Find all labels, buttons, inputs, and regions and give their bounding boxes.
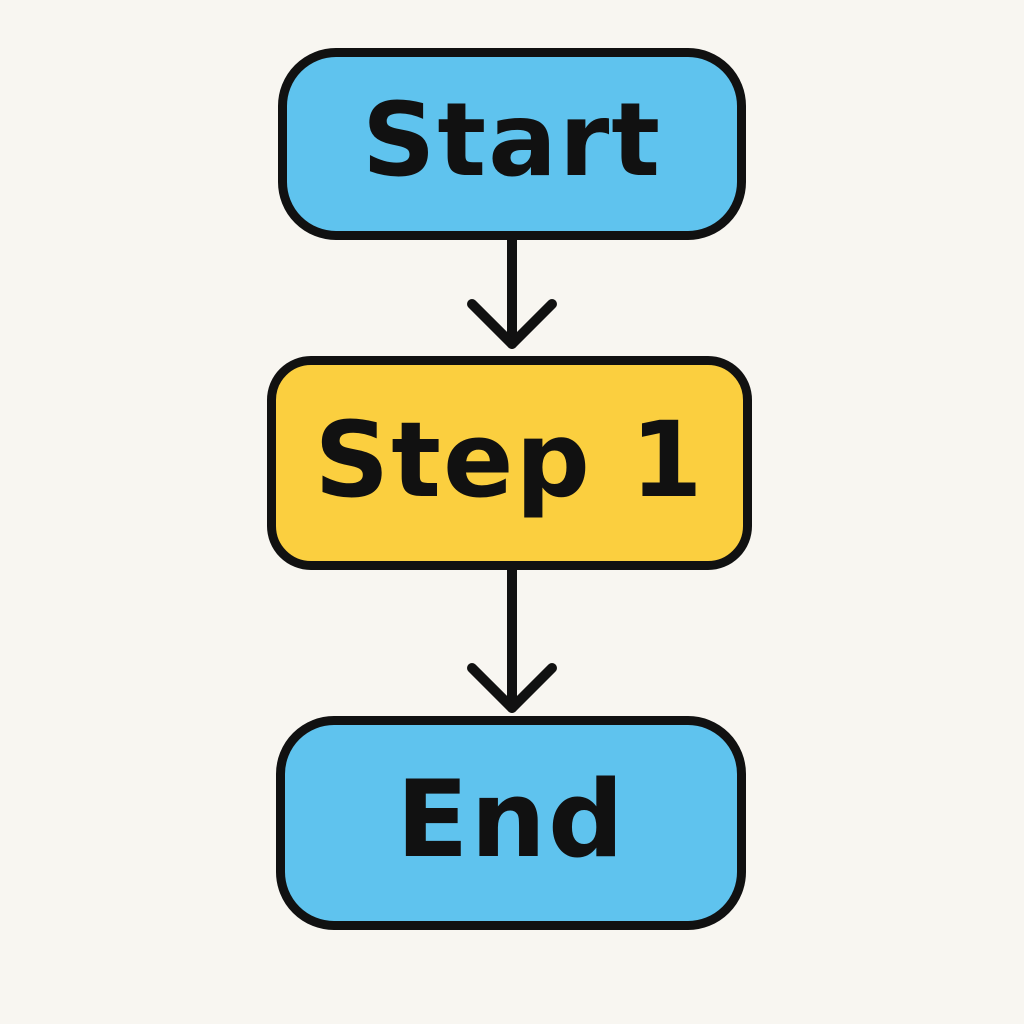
arrow-start-to-step1 bbox=[467, 231, 557, 349]
end-node-label: End bbox=[396, 758, 626, 881]
step-1-node: Step 1 bbox=[267, 356, 752, 570]
start-node: Start bbox=[278, 48, 746, 240]
end-node: End bbox=[276, 716, 746, 930]
start-node-label: Start bbox=[361, 81, 663, 200]
arrowhead-step1-to-end bbox=[467, 663, 557, 713]
arrowhead-start-to-step1 bbox=[467, 299, 557, 349]
arrow-step1-to-end bbox=[467, 561, 557, 713]
step-1-node-label: Step 1 bbox=[314, 399, 705, 521]
